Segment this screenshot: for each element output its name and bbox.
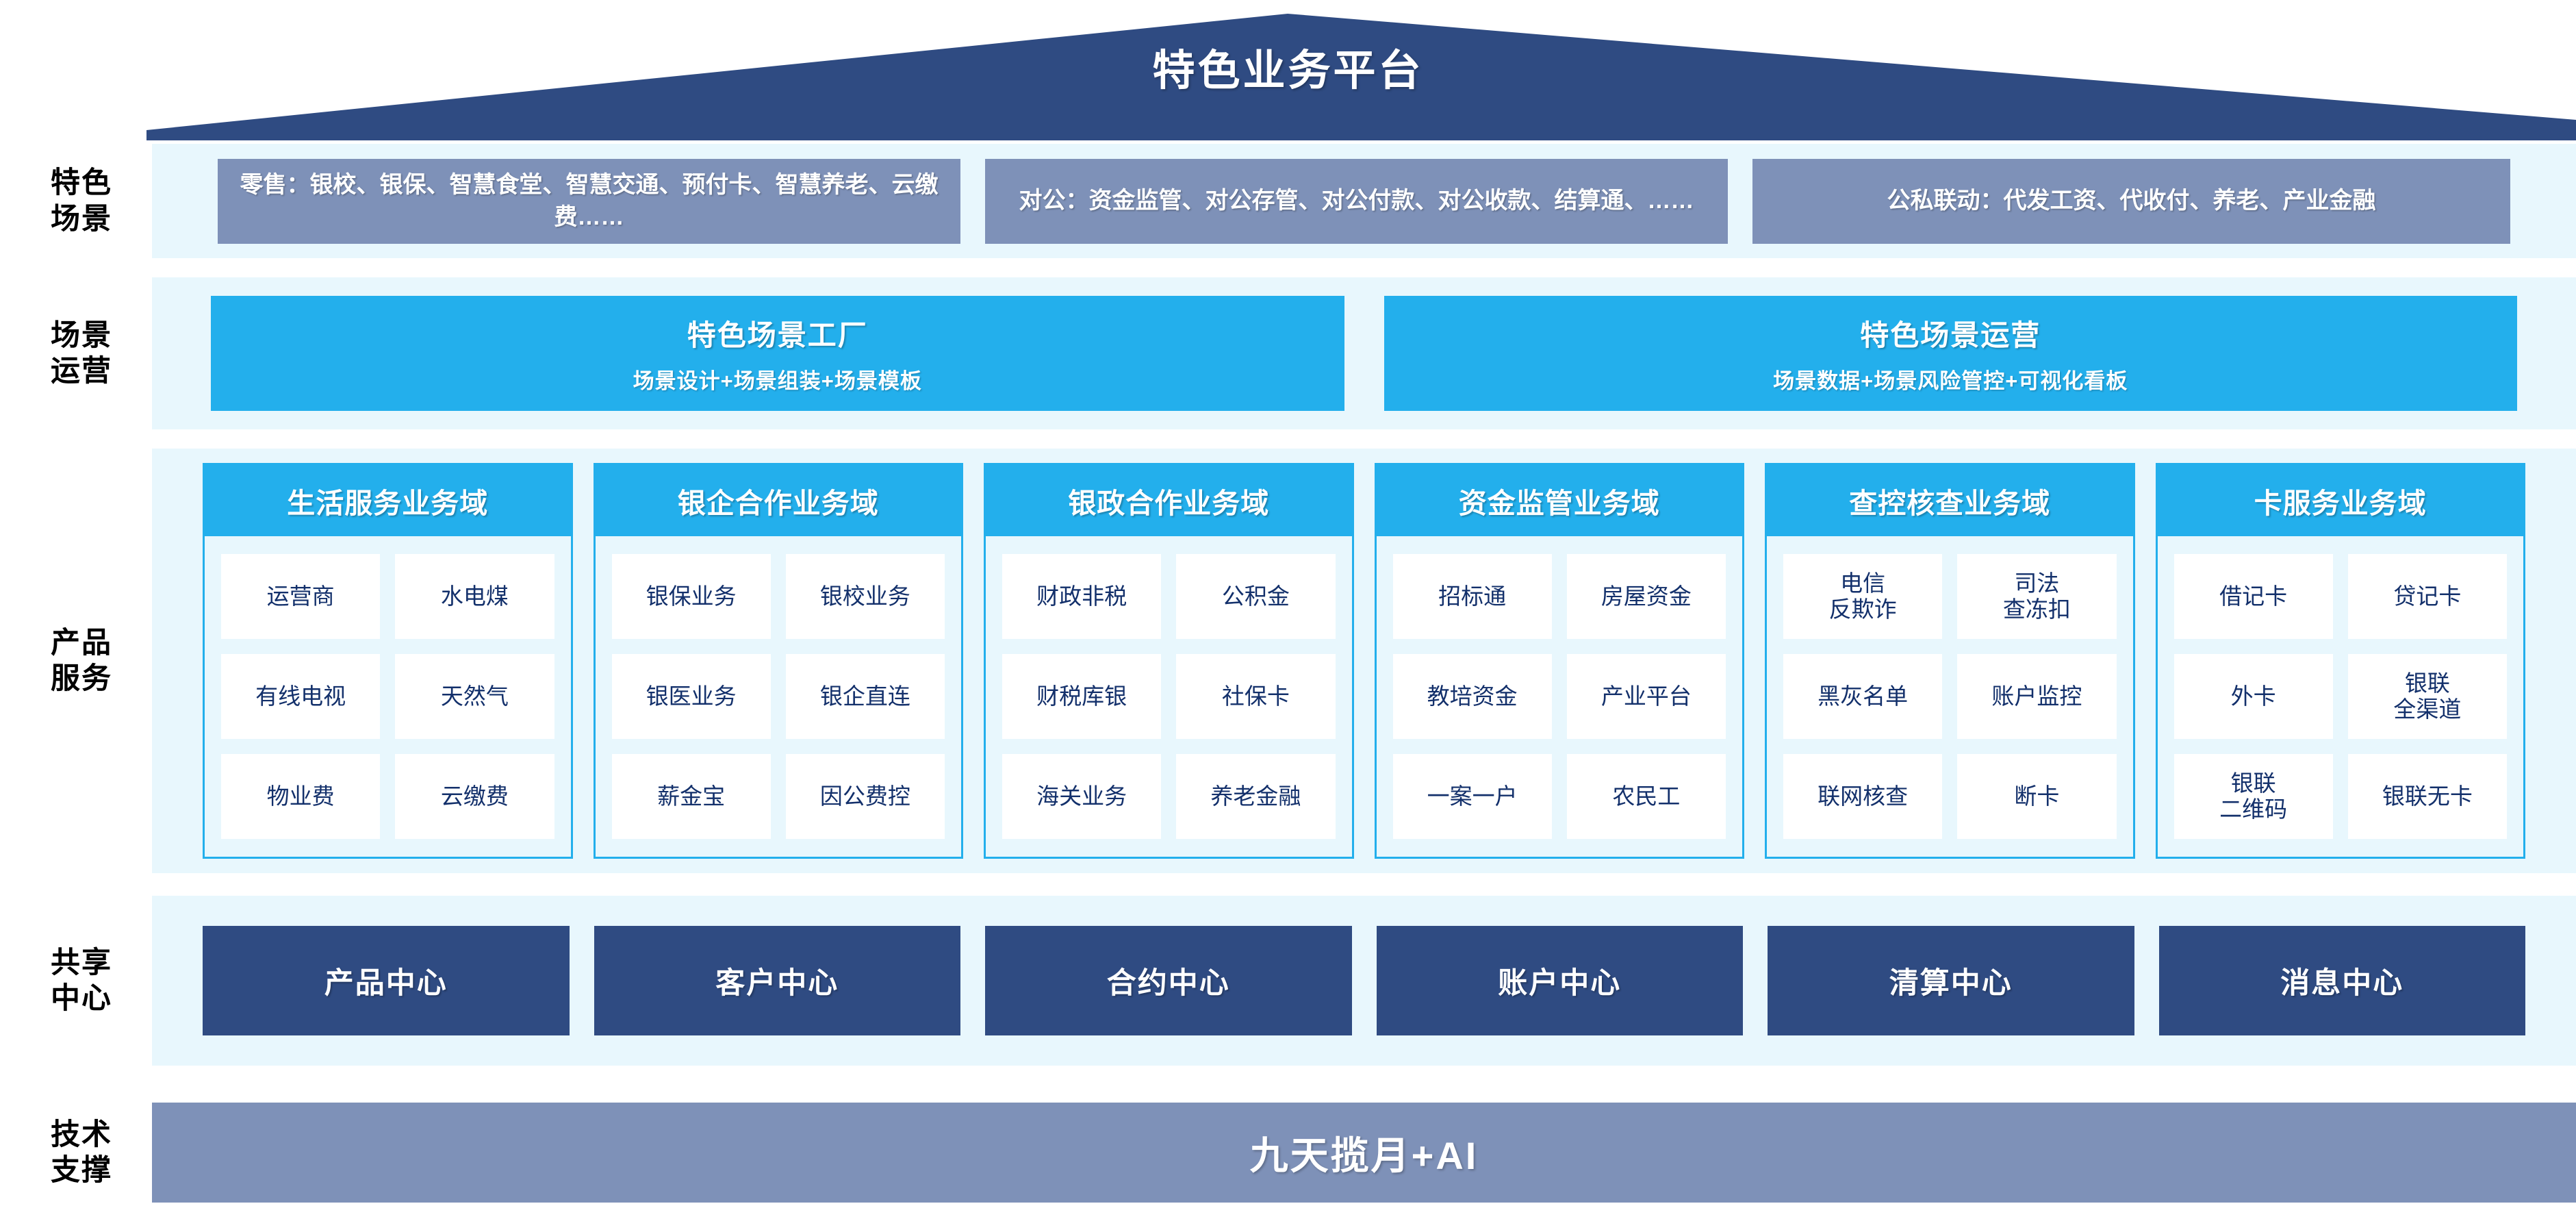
- domain-item[interactable]: 借记卡: [2173, 554, 2333, 639]
- operations-box-scenario-operation[interactable]: 特色场景运营 场景数据+场景风险管控+可视化看板: [1383, 296, 2517, 411]
- domain-column-investigation-control: 查控核查业务域电信 反欺诈司法 查冻扣黑灰名单账户监控联网核查断卡: [1765, 463, 2135, 859]
- domain-item[interactable]: 黑灰名单: [1783, 654, 1943, 739]
- domain-column-card-service: 卡服务业务域借记卡贷记卡外卡银联 全渠道银联 二维码银联无卡: [2155, 463, 2525, 859]
- row-label-tech-support: 技术 支撑: [51, 1118, 112, 1187]
- operations-box-scenario-factory[interactable]: 特色场景工厂 场景设计+场景组装+场景模板: [211, 296, 1344, 411]
- domain-item-grid: 运营商水电煤有线电视天然气物业费云缴费: [205, 536, 571, 857]
- page-title: 特色业务平台: [1152, 47, 1424, 95]
- domain-item[interactable]: 产业平台: [1566, 654, 1726, 739]
- domain-item[interactable]: 银联 二维码: [2173, 754, 2333, 839]
- domain-item[interactable]: 招标通: [1392, 554, 1552, 639]
- domain-column-life-service: 生活服务业务域运营商水电煤有线电视天然气物业费云缴费: [203, 463, 573, 859]
- domain-item[interactable]: 银联 全渠道: [2347, 654, 2507, 739]
- shared-center-settlement-center[interactable]: 清算中心: [1768, 926, 2134, 1035]
- domain-item[interactable]: 天然气: [395, 654, 554, 739]
- domain-item[interactable]: 外卡: [2173, 654, 2333, 739]
- operations-subtitle: 场景设计+场景组装+场景模板: [633, 369, 922, 393]
- domain-item-grid: 财政非税公积金财税库银社保卡海关业务养老金融: [986, 536, 1352, 857]
- domain-item[interactable]: 联网核查: [1783, 754, 1943, 839]
- domain-item[interactable]: 海关业务: [1002, 754, 1162, 839]
- domain-item[interactable]: 银医业务: [611, 654, 771, 739]
- domain-item[interactable]: 物业费: [221, 754, 381, 839]
- domain-item[interactable]: 运营商: [221, 554, 381, 639]
- scenario-box-retail[interactable]: 零售：银校、银保、智慧食堂、智慧交通、预付卡、智慧养老、云缴费……: [218, 158, 960, 244]
- domain-item[interactable]: 云缴费: [395, 754, 554, 839]
- domain-item[interactable]: 水电煤: [395, 554, 554, 639]
- domain-item[interactable]: 财税库银: [1002, 654, 1162, 739]
- row-label-operations: 场景 运营: [51, 318, 112, 388]
- domain-item[interactable]: 有线电视: [221, 654, 381, 739]
- domain-header: 资金监管业务域: [1376, 465, 1742, 536]
- domain-item-grid: 招标通房屋资金教培资金产业平台一案一户农民工: [1377, 536, 1743, 857]
- domain-item[interactable]: 财政非税: [1002, 554, 1162, 639]
- operations-band: 特色场景工厂 场景设计+场景组装+场景模板 特色场景运营 场景数据+场景风险管控…: [152, 277, 2576, 429]
- domain-item-grid: 电信 反欺诈司法 查冻扣黑灰名单账户监控联网核查断卡: [1767, 536, 2133, 857]
- domain-header: 查控核查业务域: [1767, 465, 2133, 536]
- shared-center-contract-center[interactable]: 合约中心: [985, 926, 1352, 1035]
- domain-item[interactable]: 电信 反欺诈: [1783, 554, 1943, 639]
- domain-item[interactable]: 银校业务: [785, 554, 945, 639]
- roof-shape-icon: [146, 14, 2576, 140]
- shared-center-customer-center[interactable]: 客户中心: [594, 926, 960, 1035]
- domain-item[interactable]: 一案一户: [1392, 754, 1552, 839]
- domain-item[interactable]: 司法 查冻扣: [1957, 554, 2117, 639]
- row-label-scenarios: 特色 场景: [51, 166, 112, 236]
- domain-column-bank-government: 银政合作业务域财政非税公积金财税库银社保卡海关业务养老金融: [984, 463, 1354, 859]
- shared-center-message-center[interactable]: 消息中心: [2158, 926, 2525, 1035]
- domain-item[interactable]: 断卡: [1957, 754, 2117, 839]
- operations-title: 特色场景运营: [1860, 319, 2041, 351]
- domain-item[interactable]: 薪金宝: [611, 754, 771, 839]
- operations-title: 特色场景工厂: [687, 319, 868, 351]
- domain-item[interactable]: 社保卡: [1176, 654, 1336, 739]
- shared-center-product-center[interactable]: 产品中心: [203, 926, 570, 1035]
- domain-item[interactable]: 银企直连: [785, 654, 945, 739]
- scenario-band: 零售：银校、银保、智慧食堂、智慧交通、预付卡、智慧养老、云缴费…… 对公：资金监…: [152, 144, 2576, 258]
- domain-column-fund-supervision: 资金监管业务域招标通房屋资金教培资金产业平台一案一户农民工: [1374, 463, 1744, 859]
- domain-header: 生活服务业务域: [205, 465, 571, 536]
- domain-header: 卡服务业务域: [2157, 465, 2523, 536]
- domain-item[interactable]: 账户监控: [1957, 654, 2117, 739]
- domain-item[interactable]: 养老金融: [1176, 754, 1336, 839]
- scenario-box-corporate[interactable]: 对公：资金监管、对公存管、对公付款、对公收款、结算通、……: [985, 158, 1728, 244]
- product-service-band: 生活服务业务域运营商水电煤有线电视天然气物业费云缴费银企合作业务域银保业务银校业…: [152, 449, 2576, 873]
- domain-column-bank-enterprise: 银企合作业务域银保业务银校业务银医业务银企直连薪金宝因公费控: [593, 463, 963, 859]
- shared-center-band: 产品中心客户中心合约中心账户中心清算中心消息中心: [152, 896, 2576, 1066]
- scenario-box-public-private[interactable]: 公私联动：代发工资、代收付、养老、产业金融: [1752, 158, 2510, 244]
- domain-item-grid: 银保业务银校业务银医业务银企直连薪金宝因公费控: [596, 536, 962, 857]
- domain-item[interactable]: 银联无卡: [2347, 754, 2507, 839]
- shared-center-account-center[interactable]: 账户中心: [1376, 926, 1743, 1035]
- domain-item[interactable]: 房屋资金: [1566, 554, 1726, 639]
- domain-item[interactable]: 贷记卡: [2347, 554, 2507, 639]
- row-label-shared-centers: 共享 中心: [51, 946, 112, 1015]
- domain-header: 银企合作业务域: [595, 465, 961, 536]
- domain-item[interactable]: 银保业务: [611, 554, 771, 639]
- domain-item[interactable]: 公积金: [1176, 554, 1336, 639]
- domain-item-grid: 借记卡贷记卡外卡银联 全渠道银联 二维码银联无卡: [2158, 536, 2524, 857]
- domain-item[interactable]: 农民工: [1566, 754, 1726, 839]
- platform-roof: 特色业务平台: [0, 0, 2576, 140]
- row-label-products: 产品 服务: [51, 626, 112, 695]
- domain-header: 银政合作业务域: [986, 465, 1352, 536]
- tech-support-band: 九天揽月+AI: [152, 1103, 2576, 1203]
- operations-subtitle: 场景数据+场景风险管控+可视化看板: [1773, 369, 2128, 393]
- domain-item[interactable]: 因公费控: [785, 754, 945, 839]
- domain-item[interactable]: 教培资金: [1392, 654, 1552, 739]
- tech-support-label: 九天揽月+AI: [1249, 1133, 1479, 1177]
